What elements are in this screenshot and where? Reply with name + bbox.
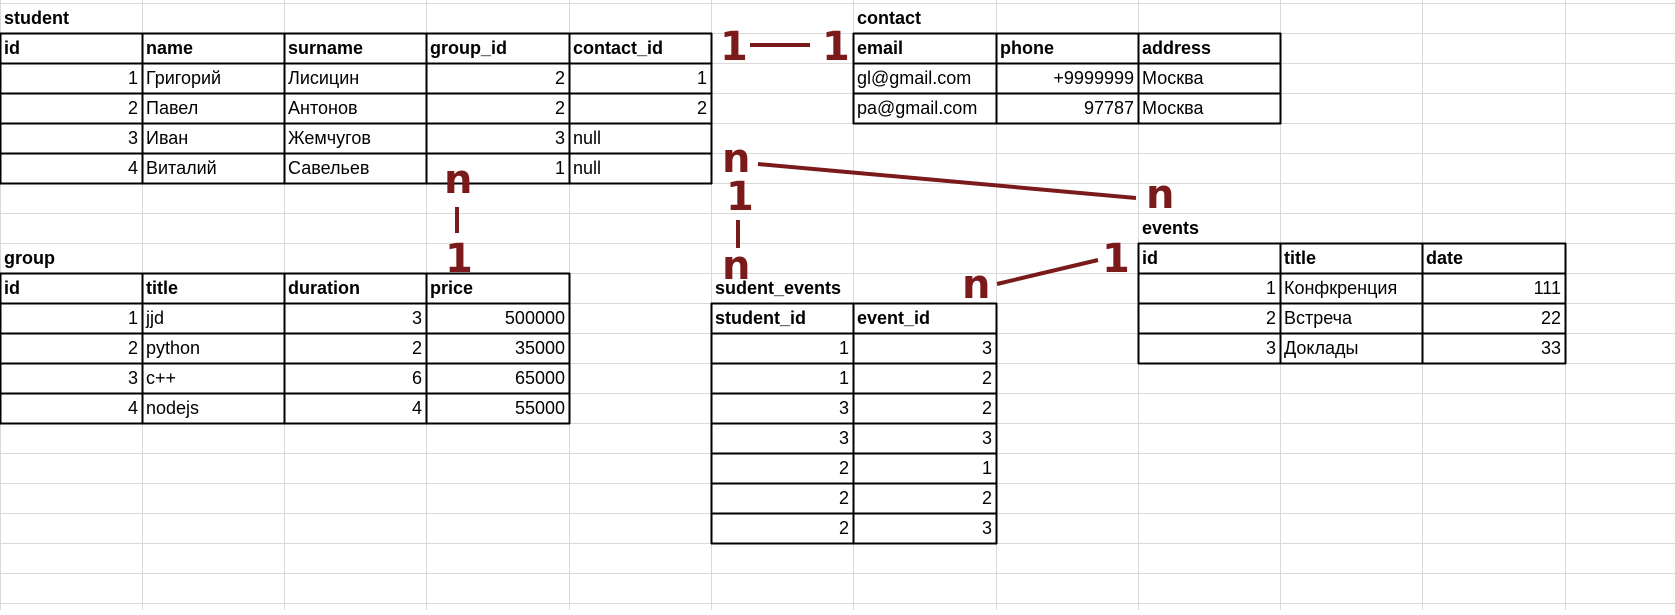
table-cell-student[interactable]: null: [573, 158, 602, 178]
table-cell-events[interactable]: 2: [1265, 308, 1276, 328]
table-cell-group[interactable]: 35000: [514, 338, 565, 358]
table-cell-contact[interactable]: Москва: [1142, 68, 1204, 88]
table-title-contact: contact: [857, 8, 922, 28]
table-cell-sudent-events[interactable]: 2: [981, 368, 992, 388]
column-header-surname[interactable]: surname: [288, 38, 364, 58]
table-cell-contact[interactable]: Москва: [1142, 98, 1204, 118]
table-cell-contact[interactable]: 97787: [1083, 98, 1134, 118]
table-cell-sudent-events[interactable]: 2: [838, 518, 849, 538]
column-header-title[interactable]: title: [146, 278, 179, 298]
table-cell-student[interactable]: Савельев: [288, 158, 370, 178]
column-header-id[interactable]: id: [1142, 248, 1158, 268]
table-cell-events[interactable]: 33: [1540, 338, 1561, 358]
table-cell-sudent-events[interactable]: 3: [981, 518, 992, 538]
column-header-id[interactable]: id: [4, 38, 20, 58]
column-header-id[interactable]: id: [4, 278, 20, 298]
table-cell-group[interactable]: 500000: [504, 308, 565, 328]
table-cell-group[interactable]: 4: [411, 398, 422, 418]
table-cell-events[interactable]: Доклады: [1284, 338, 1359, 358]
column-header-group-id[interactable]: group_id: [430, 38, 507, 58]
column-header-date[interactable]: date: [1426, 248, 1464, 268]
table-cell-student[interactable]: 4: [127, 158, 138, 178]
table-cell-events[interactable]: Встреча: [1284, 308, 1353, 328]
table-cell-group[interactable]: c++: [146, 368, 177, 388]
table-cell-group[interactable]: nodejs: [146, 398, 200, 418]
table-cell-student[interactable]: 3: [554, 128, 565, 148]
table-cell-student[interactable]: Жемчугов: [288, 128, 371, 148]
table-cell-sudent-events[interactable]: 1: [838, 338, 849, 358]
column-header-address[interactable]: address: [1142, 38, 1212, 58]
table-cell-student[interactable]: 3: [127, 128, 138, 148]
table-cell-events[interactable]: 3: [1265, 338, 1276, 358]
table-cell-contact[interactable]: gl@gmail.com: [857, 68, 972, 88]
column-header-student-id[interactable]: student_id: [715, 308, 807, 328]
table-cell-student[interactable]: 2: [554, 68, 565, 88]
table-cell-sudent-events[interactable]: 1: [981, 458, 992, 478]
table-cell-group[interactable]: 3: [411, 308, 422, 328]
table-cell-group[interactable]: 55000: [514, 398, 565, 418]
table-cell-group[interactable]: python: [146, 338, 201, 358]
column-header-title[interactable]: title: [1284, 248, 1317, 268]
table-title-events: events: [1142, 218, 1200, 238]
table-cell-contact[interactable]: pa@gmail.com: [857, 98, 978, 118]
table-cell-sudent-events[interactable]: 3: [981, 338, 992, 358]
table-cell-group[interactable]: 4: [127, 398, 138, 418]
table-cell-student[interactable]: 1: [696, 68, 707, 88]
table-cell-sudent-events[interactable]: 2: [981, 398, 992, 418]
table-cell-contact[interactable]: +9999999: [1053, 68, 1134, 88]
table-cell-student[interactable]: Виталий: [146, 158, 217, 178]
table-cell-group[interactable]: jjd: [146, 308, 165, 328]
column-header-phone[interactable]: phone: [1000, 38, 1054, 58]
table-cell-group[interactable]: 65000: [514, 368, 565, 388]
table-cell-events[interactable]: 111: [1533, 278, 1561, 298]
table-cell-student[interactable]: 2: [696, 98, 707, 118]
table-cell-sudent-events[interactable]: 2: [981, 488, 992, 508]
table-cell-events[interactable]: Конфкренция: [1284, 278, 1398, 298]
table-cell-group[interactable]: 2: [411, 338, 422, 358]
table-title-student: student: [4, 8, 69, 28]
table-cell-group[interactable]: 6: [411, 368, 422, 388]
table-title-group: group: [4, 248, 55, 268]
table-cell-sudent-events[interactable]: 2: [838, 458, 849, 478]
column-header-price[interactable]: price: [430, 278, 474, 298]
table-cell-group[interactable]: 2: [127, 338, 138, 358]
table-cell-student[interactable]: 2: [554, 98, 565, 118]
table-cell-student[interactable]: 1: [554, 158, 565, 178]
table-cell-student[interactable]: Иван: [146, 128, 189, 148]
table-cell-events[interactable]: 22: [1540, 308, 1561, 328]
column-header-event-id[interactable]: event_id: [857, 308, 931, 328]
table-cell-student[interactable]: 2: [127, 98, 138, 118]
table-cell-sudent-events[interactable]: 3: [838, 398, 849, 418]
column-header-email[interactable]: email: [857, 38, 904, 58]
table-cell-student[interactable]: Григорий: [146, 68, 222, 88]
table-cell-sudent-events[interactable]: 3: [981, 428, 992, 448]
table-cell-student[interactable]: Антонов: [288, 98, 358, 118]
table-cell-events[interactable]: 1: [1265, 278, 1276, 298]
table-cell-sudent-events[interactable]: 1: [838, 368, 849, 388]
table-cell-student[interactable]: Лисицин: [288, 68, 360, 88]
column-header-contact-id[interactable]: contact_id: [573, 38, 664, 58]
column-header-duration[interactable]: duration: [288, 278, 360, 298]
table-cell-sudent-events[interactable]: 2: [838, 488, 849, 508]
table-cell-student[interactable]: null: [573, 128, 602, 148]
table-cell-student[interactable]: Павел: [146, 98, 199, 118]
table-cell-sudent-events[interactable]: 3: [838, 428, 849, 448]
table-title-sudent_events: sudent_events: [715, 278, 842, 298]
table-cell-group[interactable]: 1: [127, 308, 138, 328]
column-header-name[interactable]: name: [146, 38, 194, 58]
table-cell-group[interactable]: 3: [127, 368, 138, 388]
table-cell-student[interactable]: 1: [127, 68, 138, 88]
